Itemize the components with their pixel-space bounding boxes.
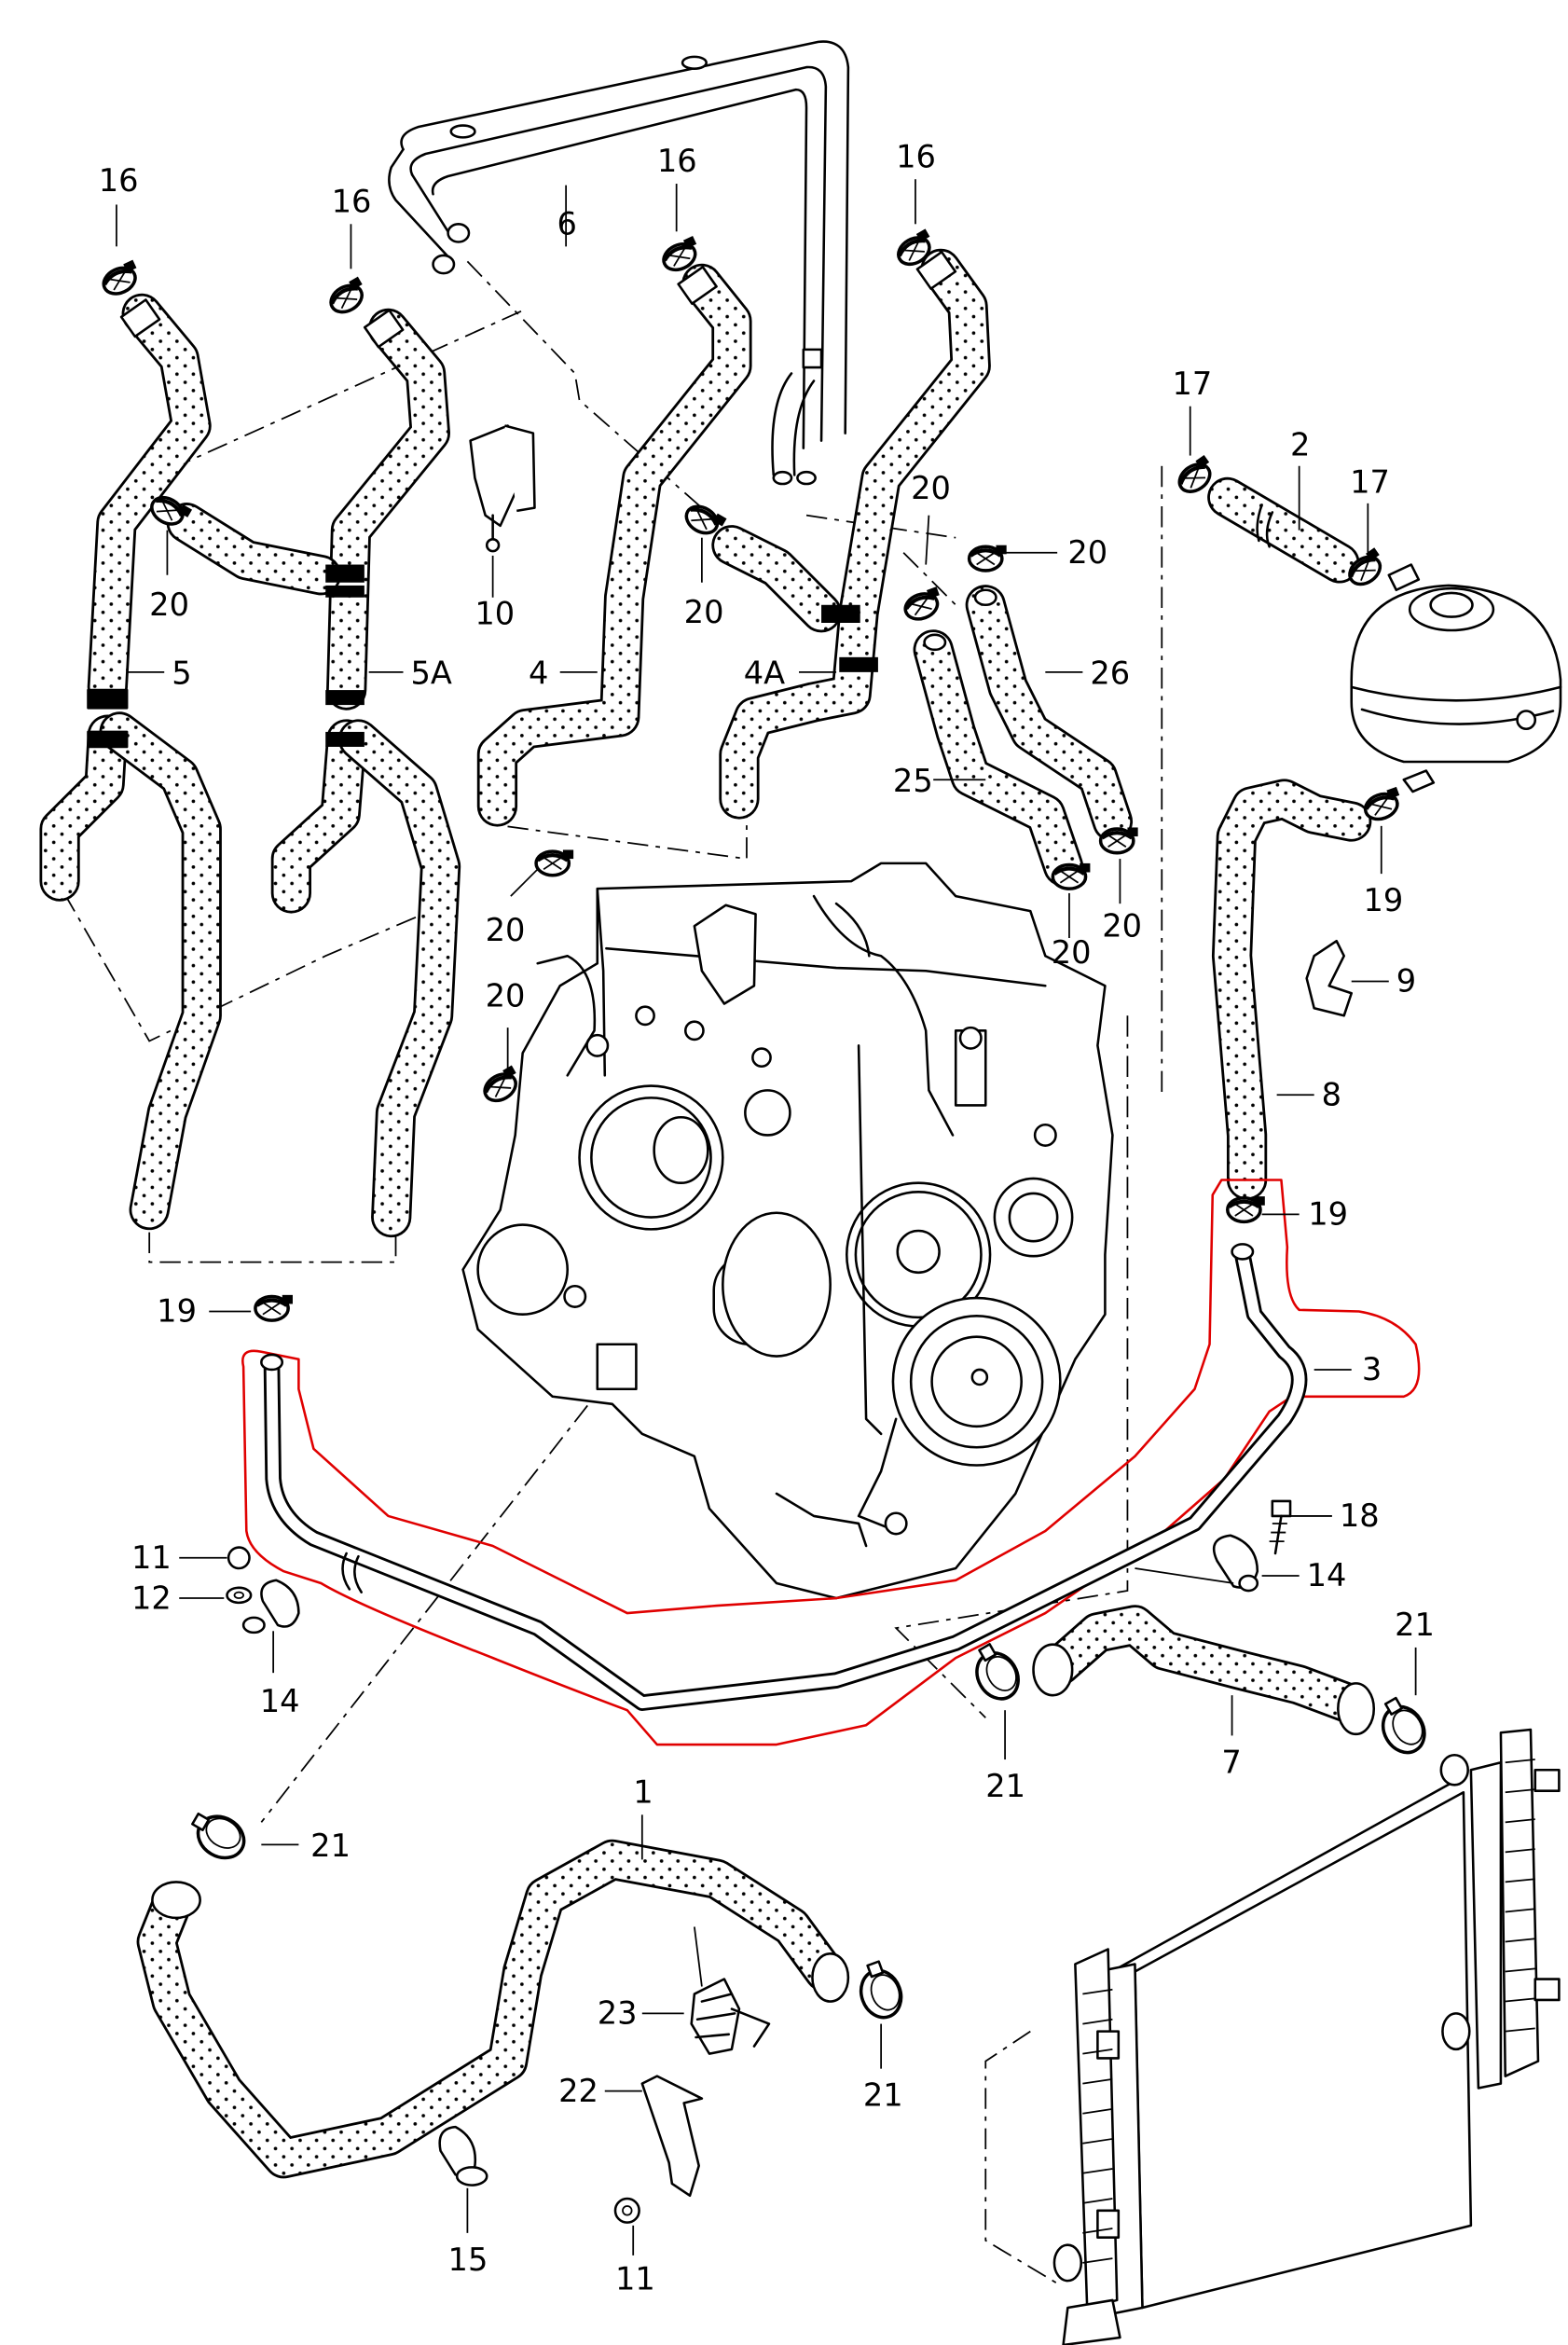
callout-4: 4 [529, 655, 548, 692]
callout-19: 19 [1364, 882, 1404, 918]
pipe-6[interactable] [388, 40, 850, 486]
callout-3: 3 [1362, 1351, 1382, 1387]
clamp-16[interactable] [99, 260, 144, 299]
callout-11: 11 [131, 1539, 172, 1576]
clamp-19[interactable] [1228, 1196, 1265, 1221]
callout-10: 10 [475, 596, 515, 632]
callout-17: 17 [1172, 366, 1212, 402]
callout-12: 12 [131, 1579, 172, 1616]
callout-21: 21 [310, 1828, 351, 1864]
callout-1: 1 [633, 1774, 653, 1811]
clamp-16[interactable] [325, 277, 370, 318]
callout-17: 17 [1350, 464, 1390, 501]
callout-21: 21 [863, 2077, 903, 2114]
callout-22: 22 [558, 2073, 598, 2109]
highlight-outline [241, 1179, 1421, 1746]
radiator[interactable] [1052, 1728, 1561, 2345]
hose-5[interactable] [39, 293, 222, 1231]
clamp-20[interactable] [1101, 827, 1138, 852]
callout-20: 20 [486, 912, 526, 948]
clamp-21[interactable] [850, 1956, 910, 2025]
bracket-22[interactable] [640, 2075, 704, 2198]
clamp-19[interactable] [255, 1295, 293, 1320]
nut-11-bottom[interactable] [613, 2197, 640, 2224]
expansion-tank[interactable] [1350, 563, 1562, 793]
callout-25: 25 [893, 763, 933, 799]
callout-20: 20 [149, 586, 189, 623]
callout-7: 7 [1221, 1744, 1241, 1780]
bolt-18[interactable] [1269, 1499, 1292, 1555]
callout-19: 19 [157, 1293, 197, 1330]
callout-19: 19 [1308, 1196, 1348, 1233]
callout-20: 20 [684, 594, 724, 630]
hose-25[interactable] [913, 629, 1084, 887]
clamp-20[interactable] [1052, 863, 1090, 889]
washer-12[interactable] [226, 1586, 253, 1605]
callout-2: 2 [1290, 427, 1310, 463]
callout-16: 16 [896, 138, 936, 174]
callout-14: 14 [260, 1683, 300, 1719]
callout-6: 6 [557, 205, 577, 241]
callout-20: 20 [911, 470, 951, 506]
callout-11: 11 [615, 2261, 655, 2297]
callout-labels: 16 16 6 16 16 17 2 17 20 10 20 20 20 5 5… [99, 138, 1435, 2297]
callout-9: 9 [1396, 963, 1416, 1000]
clamp-20[interactable] [901, 586, 945, 623]
clip-15[interactable] [438, 2125, 488, 2186]
callout-5: 5 [172, 655, 191, 692]
callout-18: 18 [1340, 1497, 1380, 1534]
callout-15: 15 [448, 2242, 488, 2278]
callout-20: 20 [1052, 934, 1092, 971]
callout-26: 26 [1090, 655, 1130, 692]
callout-8: 8 [1322, 1076, 1341, 1112]
hose-4[interactable] [476, 263, 752, 827]
hose-1[interactable] [136, 1839, 850, 2179]
callout-20: 20 [1067, 534, 1107, 571]
hose-26[interactable] [965, 585, 1134, 842]
clamp-21[interactable] [1369, 1690, 1435, 1762]
callout-20: 20 [486, 978, 526, 1014]
callout-23: 23 [598, 1995, 638, 2032]
clamp-20[interactable] [536, 849, 573, 875]
hose-7[interactable] [1032, 1605, 1376, 1736]
hose-2[interactable] [1207, 476, 1360, 584]
hose-8[interactable] [1211, 779, 1372, 1201]
callout-20: 20 [1102, 907, 1142, 944]
clamp-21[interactable] [182, 1802, 254, 1868]
callout-16: 16 [99, 162, 139, 199]
callout-21: 21 [1395, 1607, 1435, 1643]
callout-21: 21 [985, 1768, 1025, 1804]
pipe-3[interactable] [260, 1243, 1308, 1711]
retainer-23[interactable] [690, 1978, 771, 2055]
callout-leaders [116, 179, 1417, 2255]
clamp-20[interactable] [970, 545, 1007, 571]
callout-4A: 4A [744, 655, 785, 692]
retainer-9[interactable] [1305, 939, 1354, 1017]
engine-block[interactable] [461, 862, 1114, 1600]
callout-5A: 5A [411, 655, 452, 692]
nut-11-left[interactable] [227, 1546, 251, 1570]
clip-14-left[interactable] [241, 1579, 300, 1635]
callout-16: 16 [332, 183, 372, 219]
callout-14: 14 [1307, 1557, 1347, 1593]
callout-16: 16 [657, 143, 697, 179]
hose-5A[interactable] [166, 308, 461, 1238]
retainer-10[interactable] [469, 424, 536, 553]
hose-4A[interactable] [711, 248, 991, 820]
clip-14-right[interactable] [1212, 1534, 1259, 1593]
